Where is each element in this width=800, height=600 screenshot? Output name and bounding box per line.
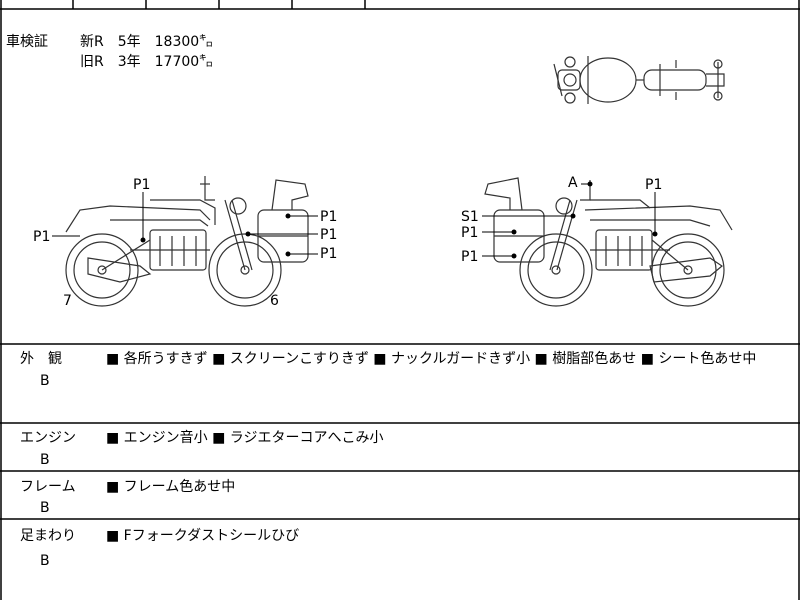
section-exterior-label: 外 観 (20, 351, 62, 367)
section-suspension-label: 足まわり (20, 528, 76, 544)
inspection-label: 車検証 (6, 34, 48, 50)
section-frame-notes: ■ フレーム色あせ中 (106, 479, 236, 495)
section-suspension-notes: ■ Fフォークダストシールひび (106, 528, 300, 544)
right-bike-mark-a: A (568, 175, 578, 191)
motorcycle-left-side-diagram (52, 176, 318, 307)
motorcycle-right-side-diagram (482, 177, 733, 307)
right-bike-leader-lines (482, 183, 656, 257)
right-bike-mark-s1: S1 (461, 209, 479, 225)
inspection-old-record: 旧R 3年 17700㌔ (80, 54, 214, 70)
section-frame-label: フレーム (20, 479, 76, 495)
inspection-new-record: 新R 5年 18300㌔ (80, 34, 214, 50)
section-engine-grade: B (40, 452, 50, 468)
left-bike-mark-case-bottom: P1 (320, 246, 338, 262)
right-bike-mark-top: P1 (645, 177, 663, 193)
section-suspension-grade: B (40, 553, 50, 569)
section-exterior-notes: ■ 各所うすきず ■ スクリーンこすりきず ■ ナックルガードきず小 ■ 樹脂部… (106, 351, 757, 367)
left-bike-number-rear: 7 (63, 293, 72, 309)
motorcycle-top-view-diagram (553, 56, 725, 104)
left-bike-number-front: 6 (270, 293, 279, 309)
right-bike-mark-case-mid: P1 (461, 225, 479, 241)
section-exterior-grade: B (40, 373, 50, 389)
section-frame-grade: B (40, 500, 50, 516)
left-bike-mark-case-mid: P1 (320, 227, 338, 243)
section-engine-notes: ■ エンジン音小 ■ ラジエターコアへこみ小 (106, 430, 384, 446)
left-bike-mark-rear: P1 (33, 229, 51, 245)
left-bike-leader-lines (52, 192, 318, 255)
left-bike-mark-top: P1 (133, 177, 151, 193)
left-bike-mark-case-top: P1 (320, 209, 338, 225)
section-engine-label: エンジン (20, 430, 76, 446)
right-bike-mark-case-bottom: P1 (461, 249, 479, 265)
